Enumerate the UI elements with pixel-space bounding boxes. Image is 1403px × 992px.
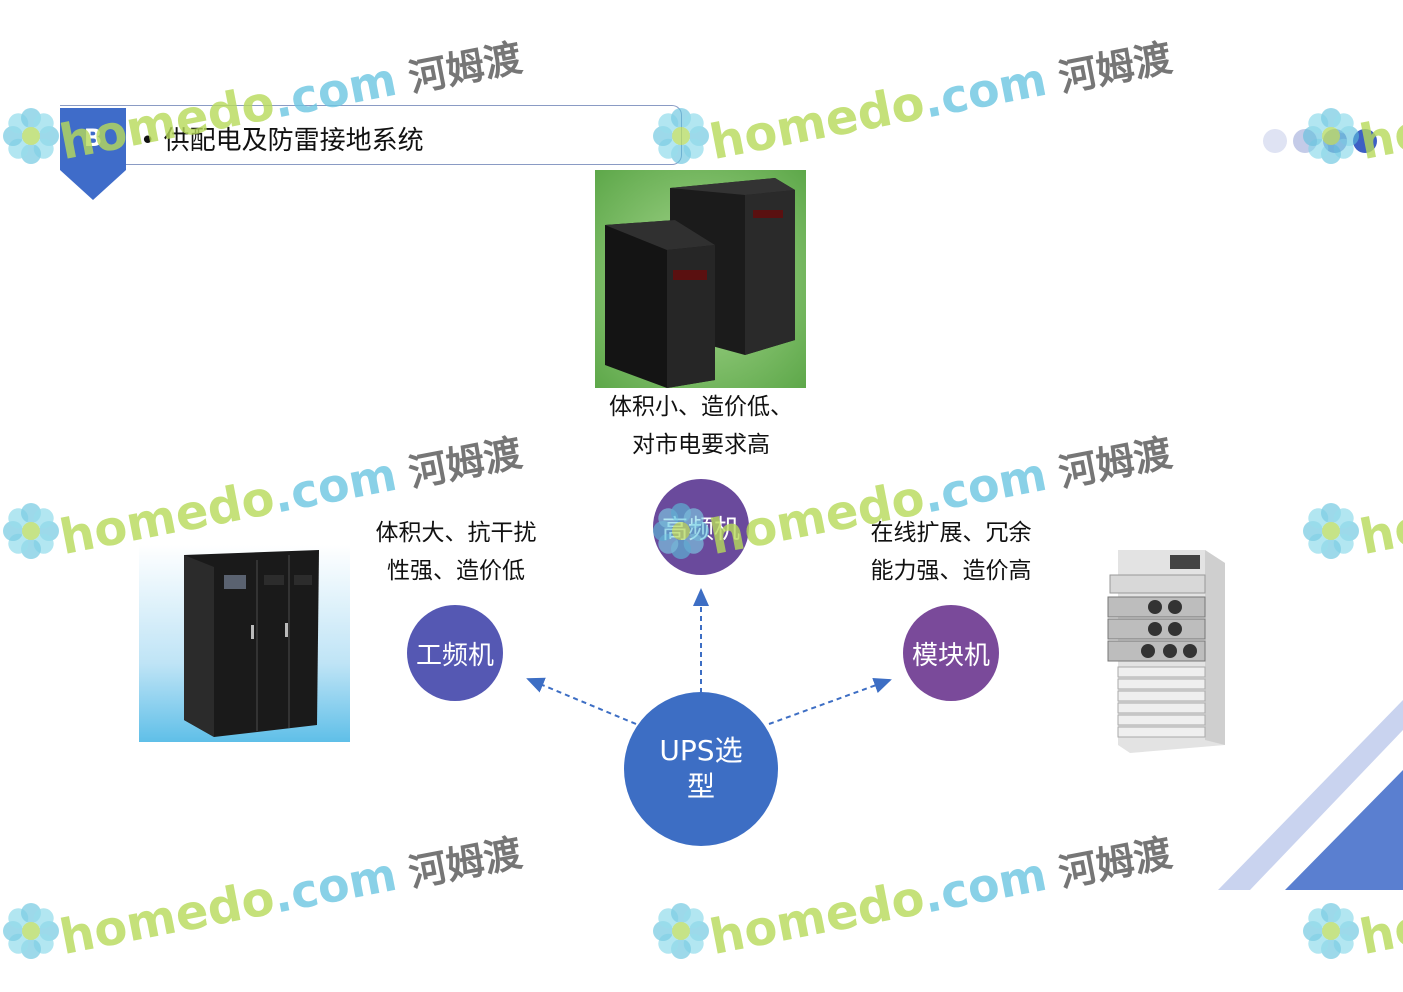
node-gaopin-label: 高频机 <box>661 514 740 545</box>
node-ups-center-label: UPS选型 <box>659 734 743 803</box>
node-gongpin-label: 工频机 <box>415 640 494 671</box>
node-gaopin: 高频机 <box>653 479 749 575</box>
industrial-frequency-ups-image <box>139 545 350 742</box>
decorative-stripes <box>1218 700 1403 890</box>
page-title: • 供配电及防雷接地系统 <box>140 126 424 156</box>
node-gongpin: 工频机 <box>407 605 503 701</box>
modular-ups-image <box>1100 545 1232 758</box>
node-mokuai-label: 模块机 <box>911 640 990 671</box>
high-frequency-ups-image <box>595 170 806 388</box>
mokuai-description: 在线扩展、冗余 能力强、造价高 <box>870 520 1032 584</box>
node-mokuai: 模块机 <box>903 605 999 701</box>
gongpin-description: 体积大、抗干扰 性强、造价低 <box>375 520 537 584</box>
section-badge-letter: B <box>83 124 103 152</box>
gaopin-description: 体积小、造价低、 对市电要求高 <box>609 394 793 458</box>
section-badge <box>60 108 126 200</box>
node-ups-center: UPS选型 <box>624 692 778 846</box>
